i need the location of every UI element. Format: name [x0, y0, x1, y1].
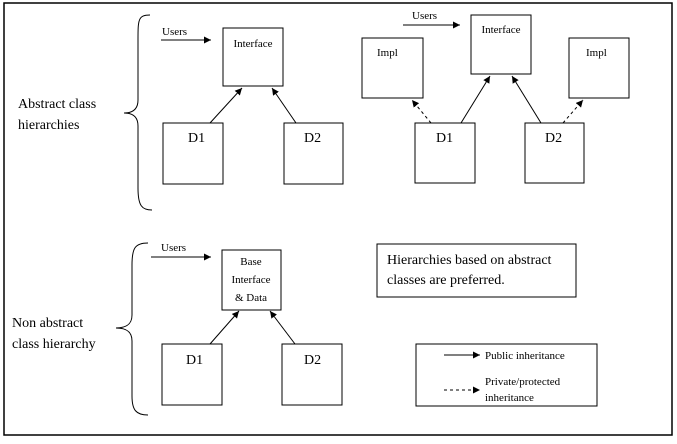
nonabstract-brace — [115, 242, 149, 416]
d3-users-label: Users — [161, 242, 186, 254]
d1-interface-box: Interface — [222, 27, 284, 87]
d1-d1-label: D1 — [188, 131, 205, 146]
d2-interface-label: Interface — [481, 24, 520, 36]
d1-d1-to-interface-arrow — [209, 87, 243, 124]
d1-d2-to-interface-arrow — [271, 87, 297, 124]
d2-d1-label: D1 — [436, 131, 453, 146]
d2-impl-right-label: Impl — [586, 47, 607, 59]
diagram-3: Users Base Interface & Data D1 D2 — [151, 242, 343, 406]
d2-d2-label: D2 — [545, 131, 562, 146]
d2-interface-box: Interface — [470, 14, 532, 75]
d2-impl-right-box: Impl — [568, 37, 630, 99]
outer-frame — [3, 2, 673, 436]
d3-d1-box: D1 — [161, 343, 223, 406]
legend-box: Public inheritance Private/protected inh… — [415, 343, 598, 407]
diagram-1: Users Interface D1 D2 — [161, 26, 344, 185]
nonabstract-label-line2: class hierarchy — [12, 337, 96, 352]
d1-d1-box: D1 — [162, 122, 224, 185]
nonabstract-label-line1: Non abstract — [12, 316, 83, 331]
d3-d1-label: D1 — [186, 353, 203, 368]
d2-d2-to-impl-dashed-arrow — [562, 99, 584, 124]
abstract-brace — [123, 14, 153, 211]
d1-users-label: Users — [162, 26, 187, 38]
note-box: Hierarchies based on abstract classes ar… — [376, 243, 577, 298]
d2-d1-to-impl-dashed-arrow — [411, 99, 432, 124]
d3-base-box: Base Interface & Data — [221, 249, 282, 311]
legend-public-label: Public inheritance — [485, 350, 565, 362]
d3-d2-box: D2 — [281, 343, 343, 406]
d1-d2-label: D2 — [304, 131, 321, 146]
d2-d2-to-interface-arrow — [511, 75, 542, 124]
d2-users-label: Users — [412, 10, 437, 22]
d2-d1-to-interface-arrow — [460, 75, 491, 124]
d2-d2-box: D2 — [524, 122, 585, 184]
d2-d1-box: D1 — [414, 122, 476, 184]
note-line2: classes are preferred. — [387, 273, 505, 288]
note-line1: Hierarchies based on abstract — [387, 253, 552, 268]
diagram-2: Users Interface Impl Impl D1 D2 — [361, 10, 630, 184]
d2-impl-left-box: Impl — [361, 37, 424, 99]
d3-d2-to-base-arrow — [269, 310, 296, 345]
d3-base-label-line3: & Data — [235, 292, 267, 304]
d1-interface-label: Interface — [233, 38, 272, 50]
d2-impl-left-label: Impl — [377, 47, 398, 59]
abstract-label-line1: Abstract class — [18, 97, 96, 112]
d3-d1-to-base-arrow — [209, 310, 240, 345]
legend-private-label-line1: Private/protected — [485, 376, 561, 388]
legend-private-label-line2: inheritance — [485, 392, 534, 404]
d3-base-label-line2: Interface — [231, 274, 270, 286]
d3-base-label-line1: Base — [240, 256, 262, 268]
abstract-label-line2: hierarchies — [18, 118, 79, 133]
d1-d2-box: D2 — [283, 122, 344, 185]
d3-d2-label: D2 — [304, 353, 321, 368]
